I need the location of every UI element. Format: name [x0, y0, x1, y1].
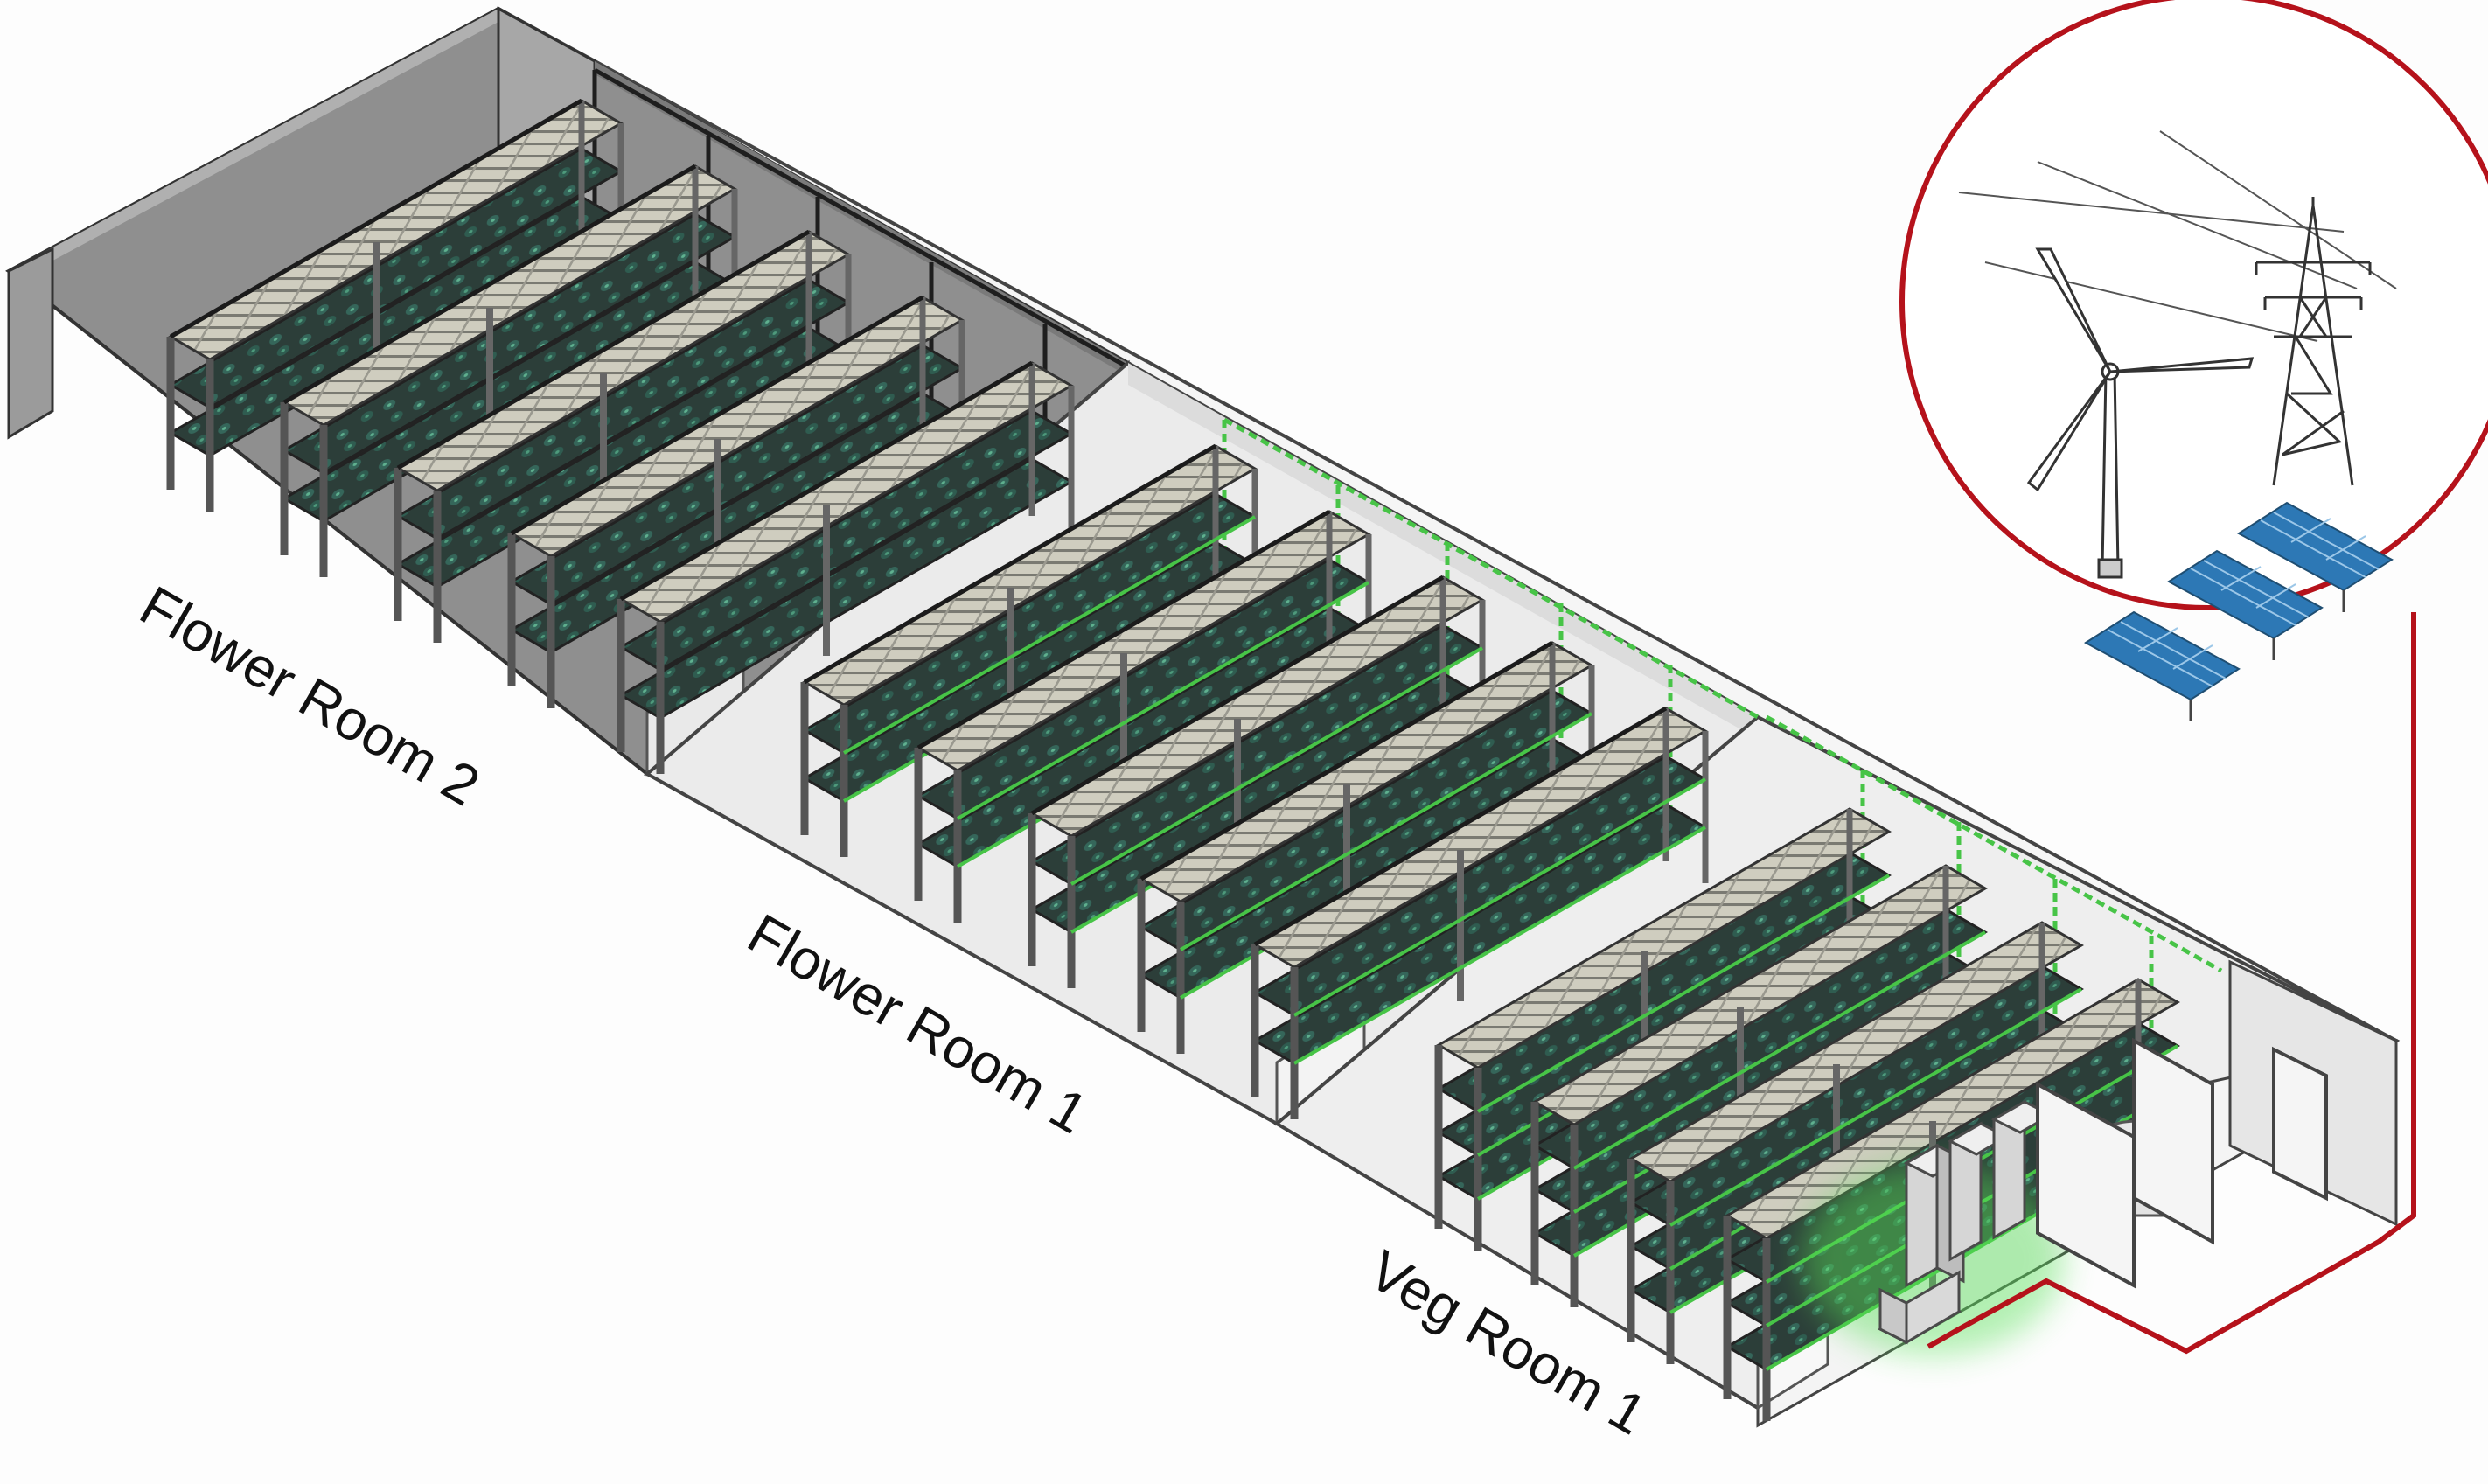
- inset-circle: [1899, 0, 2488, 610]
- flower-room-1-back-wall: [1128, 363, 1758, 739]
- transmission-tower-icon: [2255, 197, 2372, 486]
- flower-room-2-left-wall: [7, 247, 54, 440]
- flower-room-2-back-wall: [9, 9, 498, 284]
- solar-panel-icon: [2084, 501, 2394, 721]
- power-line: [1927, 612, 2416, 1355]
- renewable-energy-inset: [1899, 0, 2488, 721]
- wind-turbine-icon: [2026, 247, 2255, 579]
